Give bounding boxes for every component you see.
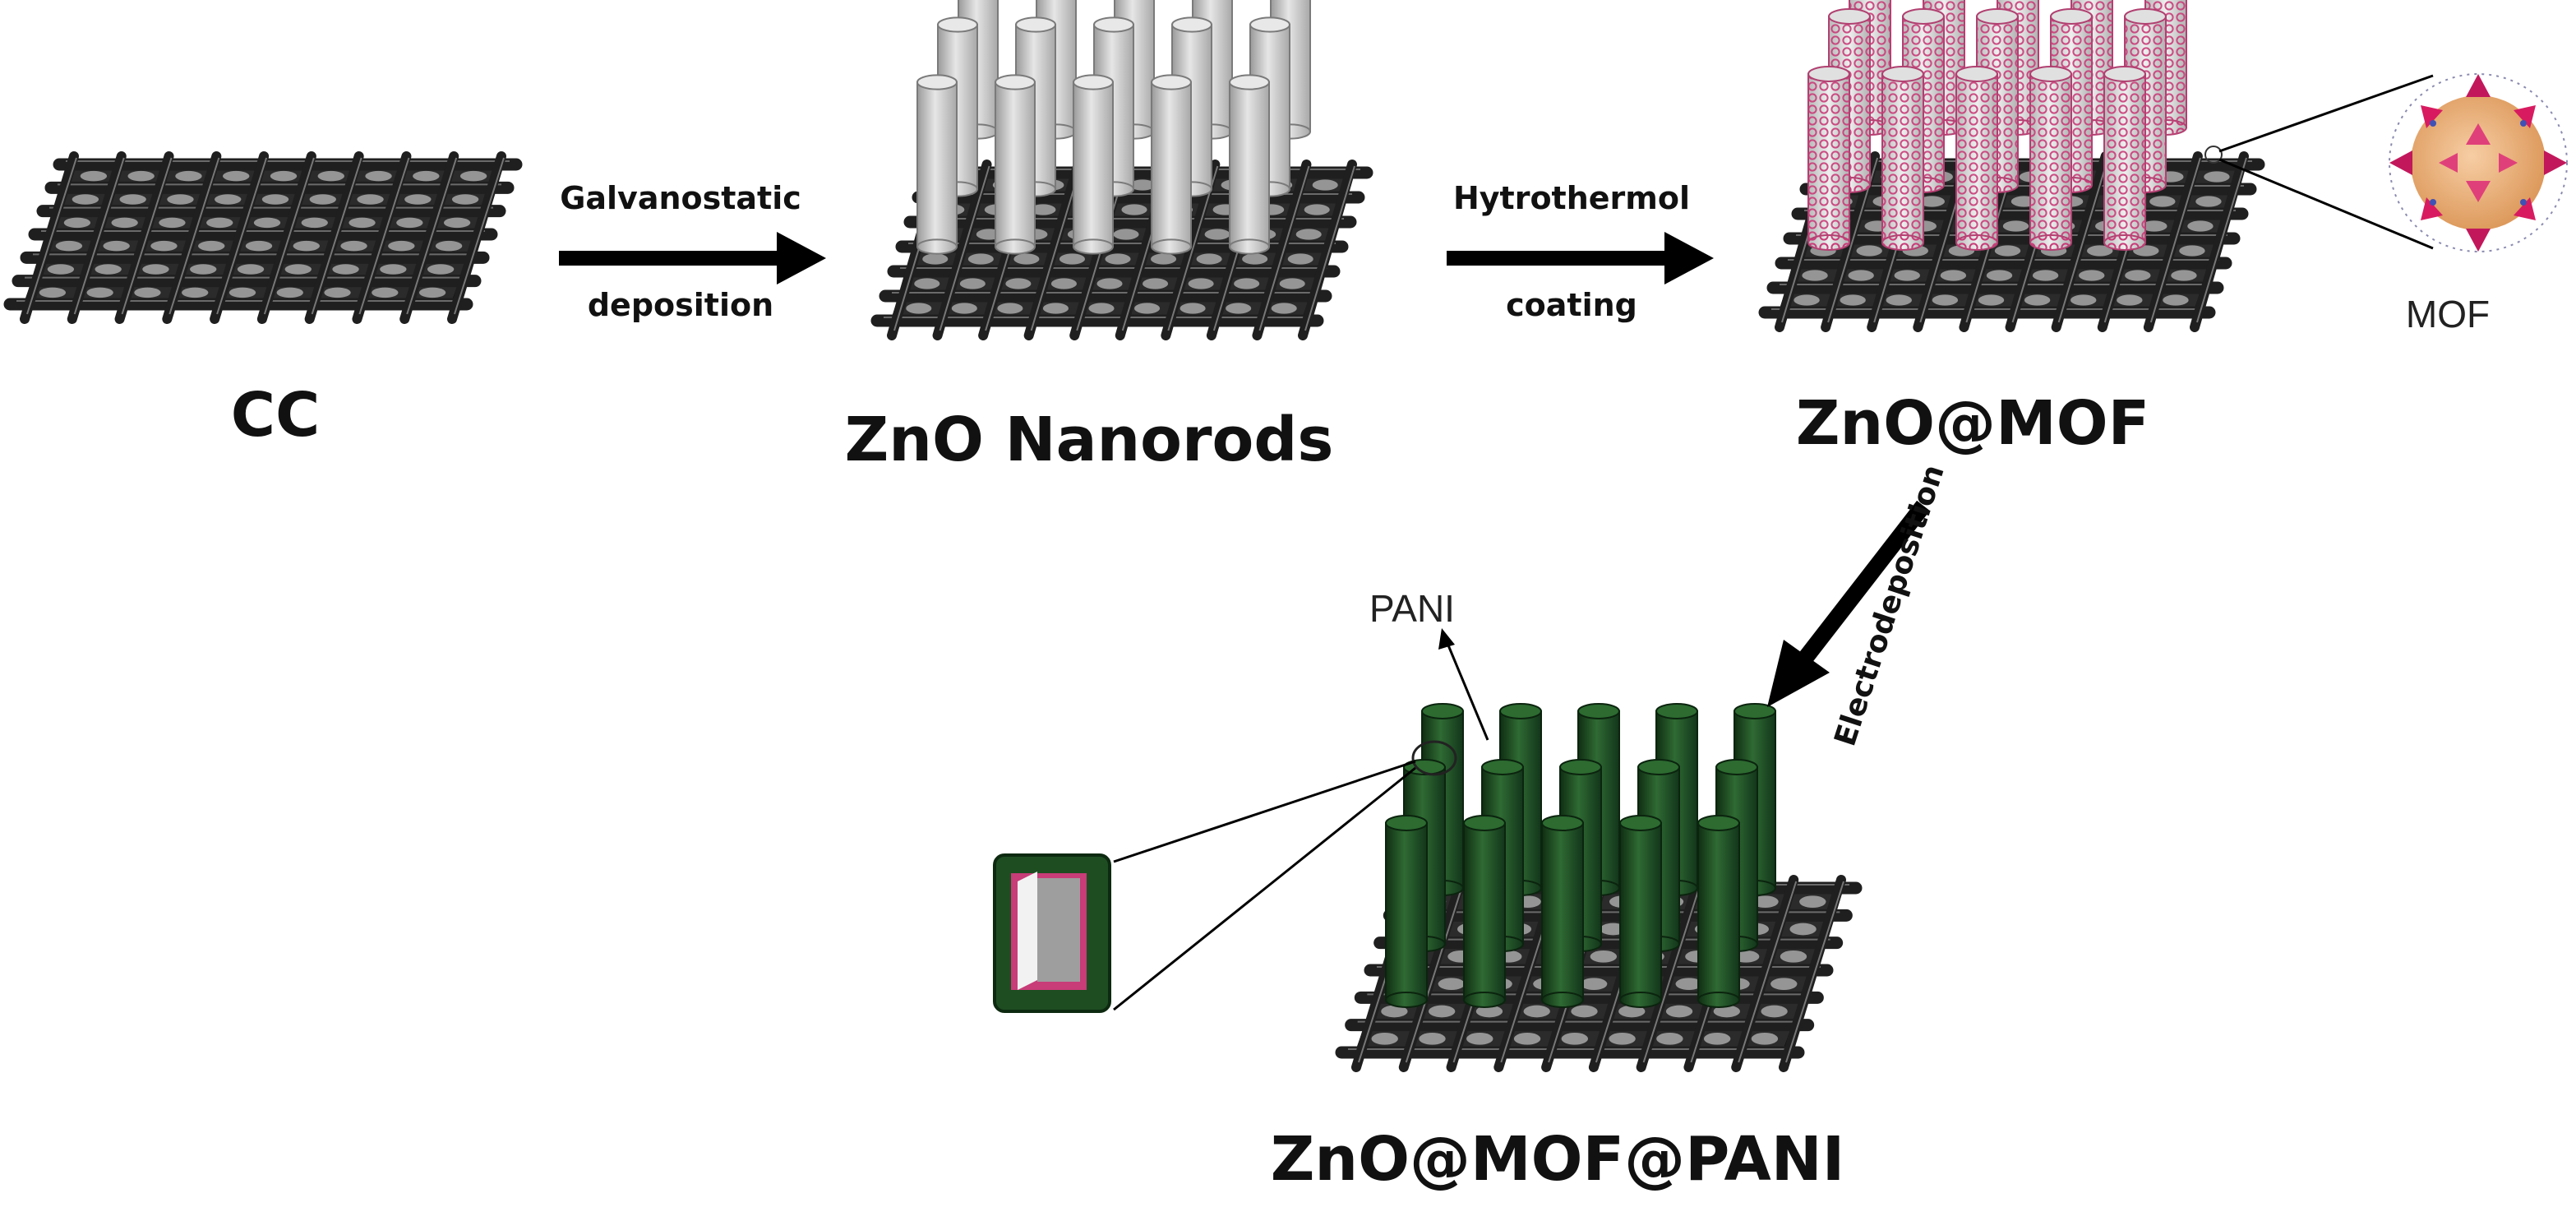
- step1-label-line2: deposition: [588, 287, 773, 323]
- core-shell-cross-section-icon: [993, 853, 1111, 1013]
- carbon-cloth-cc: [3, 151, 523, 324]
- stage-label-zno-mof: ZnO@MOF: [1796, 388, 2149, 459]
- step2-arrow: [1447, 232, 1714, 284]
- zno-mof-rod-array: [1807, 0, 2187, 251]
- mof-callout-label: MOF: [2406, 293, 2490, 335]
- step1-label-line1: Galvanostatic: [560, 180, 801, 216]
- step1-arrow: [559, 232, 826, 284]
- stage-label-zno-mof-pani: ZnO@MOF@PANI: [1271, 1124, 1845, 1195]
- step3-arrow: [1767, 500, 1930, 707]
- pani-callout: [993, 628, 1489, 1013]
- step2-label-line2: coating: [1506, 287, 1637, 323]
- zno-mof-pani-rod-array: [1385, 703, 1776, 1008]
- mof-callout: [2204, 73, 2568, 252]
- stage-label-zno-nanorods: ZnO Nanorods: [845, 405, 1334, 475]
- step2-label-line1: Hytrothermol: [1453, 180, 1690, 216]
- zno-nanorod-array: [916, 0, 1311, 255]
- stage-label-cc: CC: [231, 380, 321, 451]
- pani-callout-label: PANI: [1369, 587, 1455, 630]
- mof-structure-icon: [2389, 73, 2568, 252]
